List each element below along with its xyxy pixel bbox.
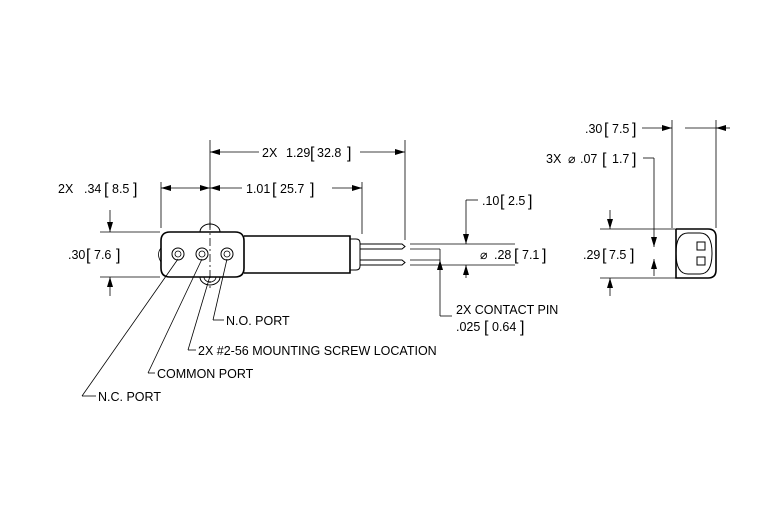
- dim-body-diameter: ⌀ .28 [ 7.1 ]: [480, 247, 546, 264]
- svg-text:7.5: 7.5: [612, 122, 629, 136]
- svg-text:⌀: ⌀: [568, 152, 576, 166]
- svg-text:2X: 2X: [262, 146, 278, 160]
- svg-text:7.1: 7.1: [522, 248, 539, 262]
- svg-text:2X CONTACT PIN: 2X CONTACT PIN: [456, 303, 558, 317]
- svg-text:[: [: [484, 319, 489, 336]
- no-port[interactable]: [220, 247, 234, 261]
- svg-text:[: [: [310, 145, 315, 162]
- svg-text:[: [: [86, 247, 91, 264]
- svg-text:]: ]: [133, 181, 137, 198]
- dim-hole-diameter: 3X ⌀ .07 [ 1.7 ]: [546, 151, 636, 168]
- dim-overall-length: 2X 1.29 [ 32.8 ]: [262, 145, 351, 162]
- svg-text:2X: 2X: [58, 182, 74, 196]
- svg-text:[: [: [604, 121, 609, 138]
- callout-common-port: COMMON PORT: [157, 367, 254, 381]
- svg-text:7.5: 7.5: [609, 248, 626, 262]
- svg-text:.29: .29: [583, 248, 600, 262]
- svg-text:.30: .30: [585, 122, 602, 136]
- svg-text:1.29: 1.29: [286, 146, 310, 160]
- svg-text:[: [: [104, 181, 109, 198]
- valve-end-view: [675, 228, 717, 279]
- manifold-block: [160, 231, 245, 278]
- svg-text:[: [: [602, 151, 607, 168]
- svg-text:⌀: ⌀: [480, 248, 488, 262]
- svg-text:[: [: [272, 181, 277, 198]
- svg-text:]: ]: [116, 247, 120, 264]
- svg-text:0.64: 0.64: [492, 320, 516, 334]
- dim-end-height: .29 [ 7.5 ]: [583, 247, 634, 264]
- svg-text:.34: .34: [84, 182, 101, 196]
- dim-port-spacing: 2X .34 [ 8.5 ]: [58, 181, 137, 198]
- dim-end-width: .30 [ 7.5 ]: [585, 121, 636, 138]
- svg-text:[: [: [514, 247, 519, 264]
- svg-text:.07: .07: [580, 152, 597, 166]
- svg-text:]: ]: [347, 145, 351, 162]
- svg-text:[: [: [602, 247, 607, 264]
- valve-end-cap: [350, 238, 361, 271]
- svg-text:[: [: [500, 193, 505, 210]
- svg-text:.30: .30: [68, 248, 85, 262]
- svg-text:]: ]: [630, 247, 634, 264]
- contact-pins: [360, 243, 406, 266]
- dim-body-height: .30 [ 7.6 ]: [68, 247, 120, 264]
- valve-body-cylinder: [244, 235, 351, 274]
- svg-text:2.5: 2.5: [508, 194, 525, 208]
- svg-text:1.01: 1.01: [246, 182, 270, 196]
- svg-text:7.6: 7.6: [94, 248, 111, 262]
- svg-text:]: ]: [520, 319, 524, 336]
- common-port[interactable]: [195, 247, 209, 261]
- callout-mounting-screw: 2X #2-56 MOUNTING SCREW LOCATION: [198, 344, 437, 358]
- svg-text:]: ]: [310, 181, 314, 198]
- svg-text:.28: .28: [494, 248, 511, 262]
- nc-port[interactable]: [171, 247, 185, 261]
- callout-no-port: N.O. PORT: [226, 314, 290, 328]
- svg-text:25.7: 25.7: [280, 182, 304, 196]
- svg-text:32.8: 32.8: [317, 146, 341, 160]
- svg-text:3X: 3X: [546, 152, 562, 166]
- callout-contact-pin: 2X CONTACT PIN .025 [ 0.64 ]: [456, 303, 558, 336]
- dim-pin-offset: .10 [ 2.5 ]: [482, 193, 532, 210]
- mounting-notch-bottom: [199, 276, 221, 286]
- svg-text:.025: .025: [456, 320, 480, 334]
- svg-text:]: ]: [528, 193, 532, 210]
- dim-body-length: 1.01 [ 25.7 ]: [246, 181, 314, 198]
- end-view-cap: [675, 232, 713, 275]
- dimension-lines: [81, 120, 730, 397]
- svg-text:8.5: 8.5: [112, 182, 129, 196]
- svg-text:]: ]: [542, 247, 546, 264]
- svg-text:.10: .10: [482, 194, 499, 208]
- callout-nc-port: N.C. PORT: [98, 390, 161, 404]
- end-view-outline: [675, 228, 717, 279]
- svg-text:]: ]: [632, 121, 636, 138]
- svg-text:]: ]: [632, 151, 636, 168]
- svg-text:1.7: 1.7: [612, 152, 629, 166]
- valve-side-view: [158, 222, 406, 288]
